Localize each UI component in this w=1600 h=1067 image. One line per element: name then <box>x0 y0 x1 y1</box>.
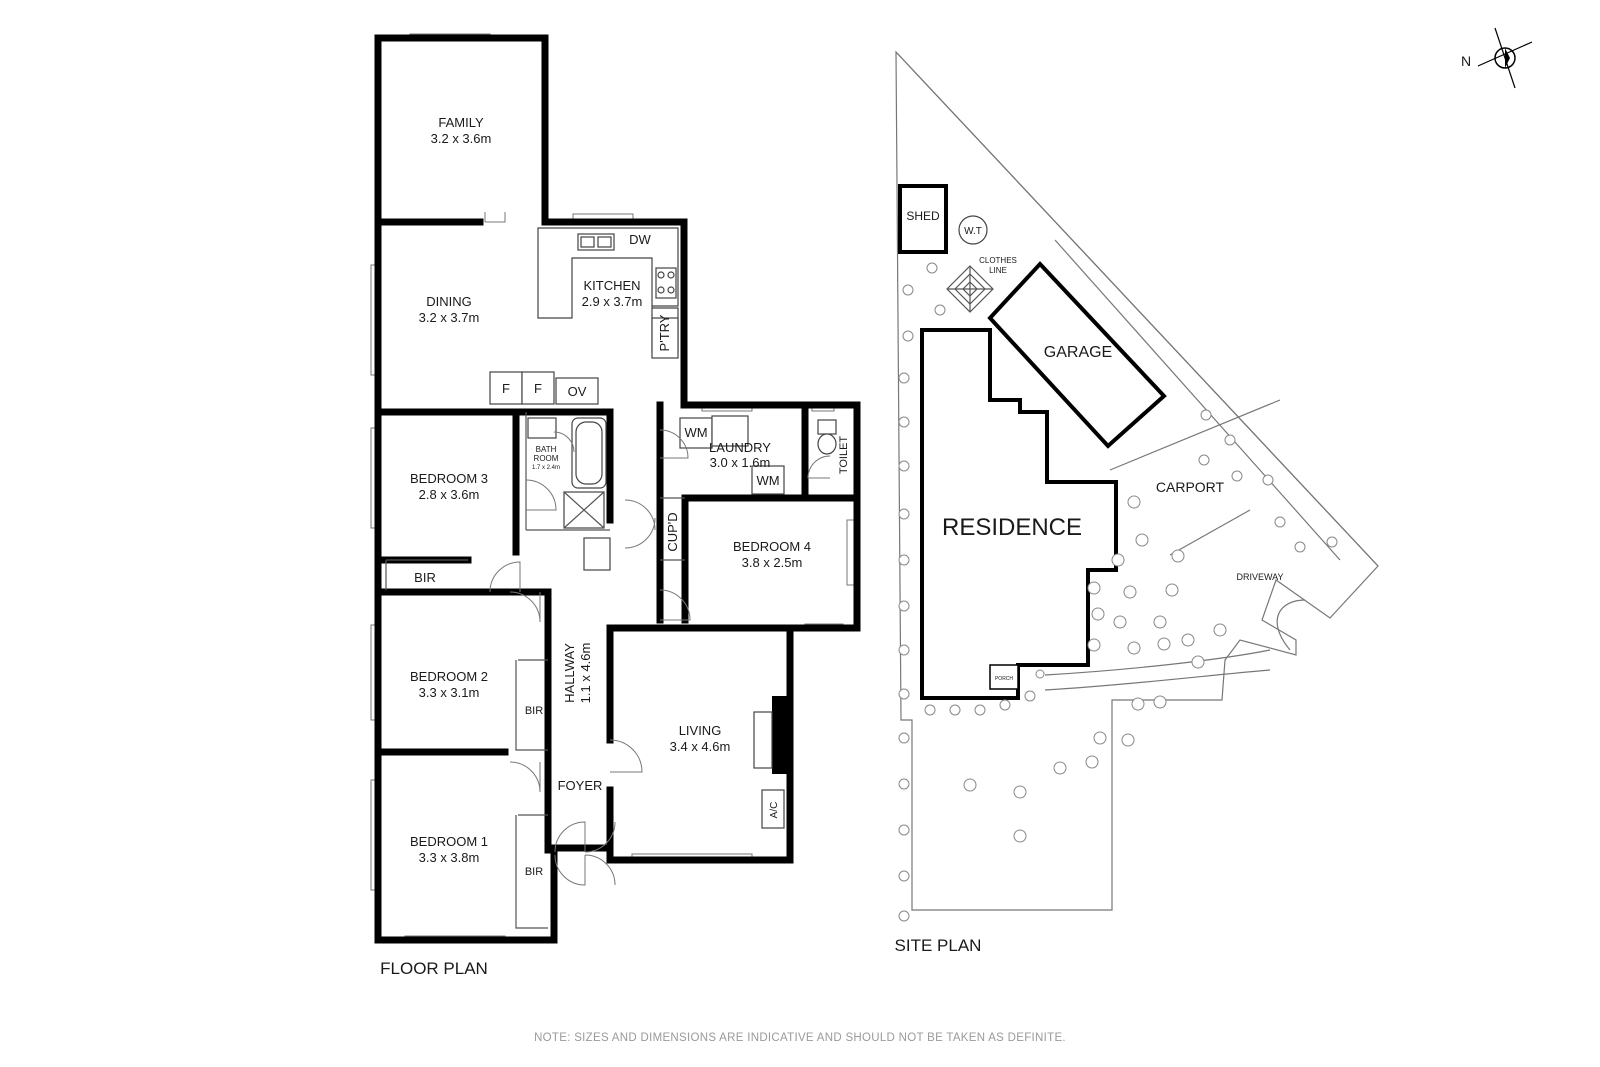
fixture-wm-1: WM <box>684 425 707 440</box>
room-name-bathroom-1: BATH <box>536 445 557 454</box>
fixture-bir-bedroom2: BIR <box>525 705 543 717</box>
label-water-tank: W.T <box>964 226 982 237</box>
compass-north-label: N <box>1461 53 1471 69</box>
fixture-toilet: TOILET <box>838 436 850 475</box>
fixture-bir-bedroom1: BIR <box>525 866 543 878</box>
garage <box>987 261 1167 449</box>
trees <box>898 262 1338 922</box>
compass: N <box>1461 27 1533 89</box>
room-size-bedroom4: 3.8 x 2.5m <box>742 555 803 570</box>
fixture-fridge-2: F <box>534 381 542 396</box>
room-name-bedroom3: BEDROOM 3 <box>410 471 488 486</box>
room-size-hallway: 1.1 x 4.6m <box>578 643 593 704</box>
room-name-family: FAMILY <box>438 115 484 130</box>
kitchen-fixtures <box>489 227 679 405</box>
site-boundary <box>895 50 1379 911</box>
room-size-living: 3.4 x 4.6m <box>670 739 731 754</box>
fixture-pantry: P'TRY <box>657 314 672 351</box>
disclaimer-note: NOTE: SIZES AND DIMENSIONS ARE INDICATIV… <box>534 1032 1066 1044</box>
fixture-wm-2: WM <box>756 473 779 488</box>
room-size-bathroom: 1.7 x 2.4m <box>532 465 560 471</box>
room-size-bedroom1: 3.3 x 3.8m <box>419 850 480 865</box>
site-plan-title: SITE PLAN <box>895 936 982 955</box>
room-name-bathroom-2: ROOM <box>534 454 559 463</box>
room-name-bedroom4: BEDROOM 4 <box>733 539 811 554</box>
fixture-fridge-1: F <box>502 381 510 396</box>
room-name-dining: DINING <box>426 294 472 309</box>
room-size-laundry: 3.0 x 1.6m <box>710 455 771 470</box>
room-size-dining: 3.2 x 3.7m <box>419 310 480 325</box>
floor-plan-title: FLOOR PLAN <box>380 959 488 978</box>
floor-plan: FAMILY 3.2 x 3.6m DINING 3.2 x 3.7m KITC… <box>370 33 861 978</box>
wet-area-fixtures <box>527 415 837 571</box>
doors <box>484 212 831 886</box>
room-name-laundry: LAUNDRY <box>709 440 771 455</box>
room-size-kitchen: 2.9 x 3.7m <box>582 294 643 309</box>
room-name-bedroom1: BEDROOM 1 <box>410 834 488 849</box>
porch <box>989 664 1019 690</box>
room-name-living: LIVING <box>679 723 722 738</box>
clothes-line <box>946 265 994 313</box>
label-foyer: FOYER <box>558 778 603 793</box>
room-size-bedroom3: 2.8 x 3.6m <box>419 487 480 502</box>
water-tank <box>958 215 988 245</box>
floor-labels: FAMILY 3.2 x 3.6m DINING 3.2 x 3.7m KITC… <box>380 115 850 978</box>
site-plan: SHED W.T CLOTHES LINE GARAGE CARPORT DRI… <box>895 50 1379 955</box>
fixture-aircon: A/C <box>769 802 780 819</box>
label-clothes-line-2: LINE <box>989 266 1007 275</box>
label-porch: PORCH <box>995 676 1013 682</box>
room-name-hallway: HALLWAY <box>562 643 577 703</box>
shed <box>898 184 948 254</box>
label-driveway: DRIVEWAY <box>1236 572 1283 582</box>
fixture-cupboard: CUP'D <box>665 512 680 551</box>
label-clothes-line-1: CLOTHES <box>979 256 1017 265</box>
room-name-bedroom2: BEDROOM 2 <box>410 669 488 684</box>
label-shed: SHED <box>906 209 940 223</box>
room-size-bedroom2: 3.3 x 3.1m <box>419 685 480 700</box>
label-carport: CARPORT <box>1156 479 1225 495</box>
room-name-kitchen: KITCHEN <box>583 278 640 293</box>
fixture-dw: DW <box>629 232 651 247</box>
fireplace <box>753 696 792 829</box>
fixture-oven: OV <box>568 384 587 399</box>
walls <box>374 34 861 944</box>
fixture-bir-bedroom3: BIR <box>414 570 436 585</box>
label-residence: RESIDENCE <box>942 514 1082 541</box>
room-size-family: 3.2 x 3.6m <box>431 131 492 146</box>
label-garage: GARAGE <box>1044 344 1112 361</box>
